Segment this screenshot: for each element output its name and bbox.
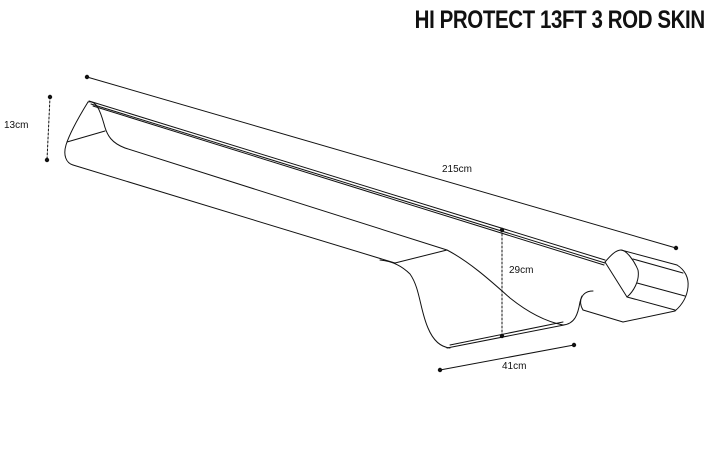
reel-width-dimension-line (437, 342, 577, 373)
length-dimension-line (84, 74, 679, 251)
product-title: HI PROTECT 13FT 3 ROD SKIN (414, 6, 705, 34)
reel-height-dimension-line (499, 227, 505, 339)
end-height-dimension-line (44, 94, 53, 163)
reel-width-label: 41cm (502, 361, 527, 372)
end-height-label: 13cm (4, 120, 29, 131)
reel-height-label: 29cm (509, 265, 534, 276)
length-label: 215cm (442, 164, 473, 175)
rod-skin-outline (64, 100, 689, 349)
